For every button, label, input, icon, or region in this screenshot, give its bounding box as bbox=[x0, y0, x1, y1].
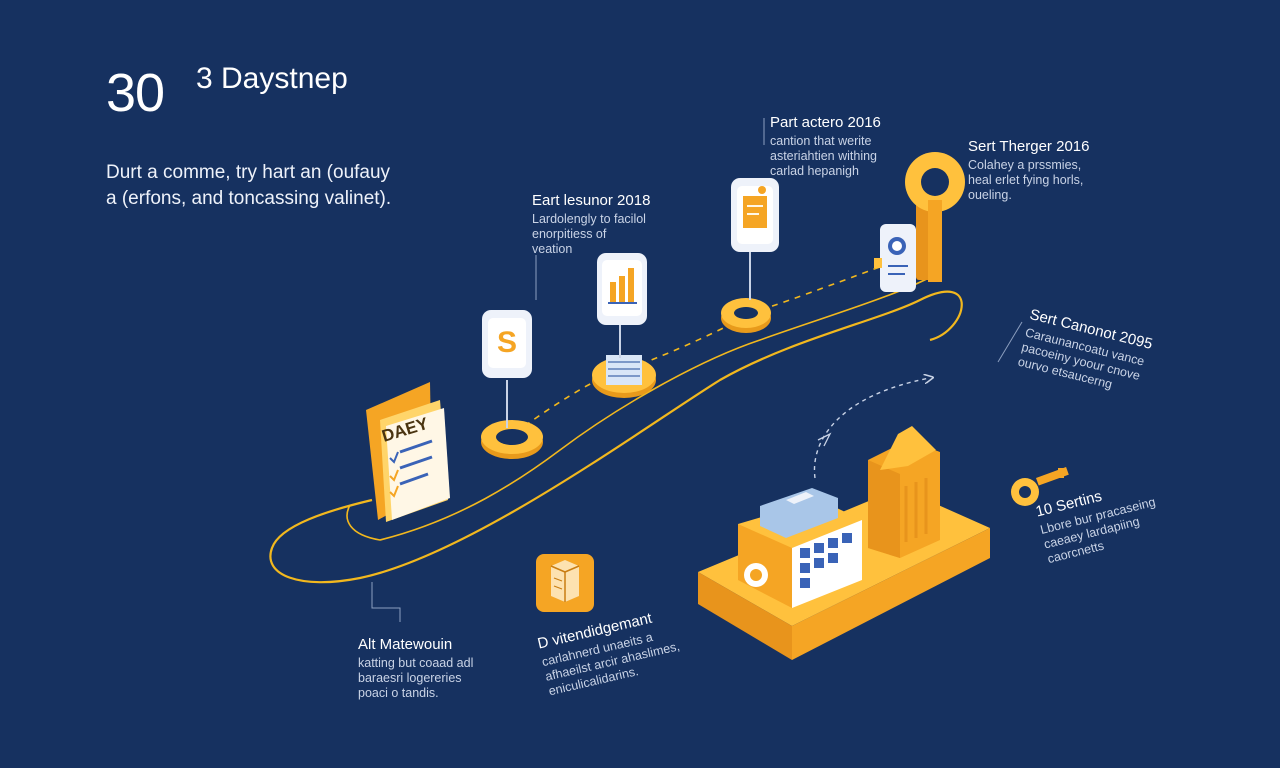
milestone-3: Part actero 2016 cantion that werite ast… bbox=[770, 114, 881, 179]
milestone-2-line-1: Lardolengly to facilol bbox=[532, 212, 646, 226]
milestone-3-line-3: carlad hepanigh bbox=[770, 164, 859, 178]
intro-line-1: Durt a comme, try hart an (oufauy bbox=[106, 162, 391, 183]
milestone-1-line-1: katting but coaad adl bbox=[358, 656, 474, 670]
milestone-2: Eart lesunor 2018 Lardolengly to facilol… bbox=[532, 192, 650, 257]
milestone-3-line-2: asteriahtien withing bbox=[770, 149, 878, 163]
milestone-3-line-1: cantion that werite bbox=[770, 134, 872, 148]
milestone-1-line-2: baraesri logereries bbox=[358, 671, 462, 685]
timeline-road bbox=[269, 290, 963, 584]
milestone-4: Sert Therger 2016 Colahey a prssmies, he… bbox=[968, 138, 1089, 203]
milestone-2-line-2: enorpitiess of bbox=[532, 227, 607, 241]
timeline-road-inner bbox=[346, 271, 941, 541]
milestone-4-line-1: Colahey a prssmies, bbox=[968, 158, 1082, 172]
milestone-4-line-2: heal erlet fying horls, bbox=[968, 173, 1084, 187]
dollar-card-icon bbox=[482, 310, 532, 378]
header-title: 3 Daystnep bbox=[196, 62, 348, 95]
package-box-icon bbox=[536, 554, 594, 612]
bar-chart-card-icon bbox=[597, 253, 647, 325]
intro-text: Durt a comme, try hart an (oufauy a (erf… bbox=[106, 160, 391, 212]
dollar-icon-glyph: S bbox=[497, 326, 517, 359]
milestone-1-line-3: poaci o tandis. bbox=[358, 686, 439, 700]
key-icon bbox=[905, 152, 965, 282]
dashed-arrow bbox=[813, 378, 930, 479]
leader-line-5 bbox=[997, 321, 1023, 363]
small-key-icon bbox=[1011, 467, 1069, 506]
small-arrow-icon bbox=[817, 432, 832, 447]
milestone-1-title: Alt Matewouin bbox=[358, 636, 453, 653]
building-icon bbox=[868, 426, 940, 558]
milestone-4-line-3: oueling. bbox=[968, 188, 1012, 202]
milestone-2-line-3: veation bbox=[532, 242, 573, 256]
milestone-2-title: Eart lesunor 2018 bbox=[532, 192, 651, 209]
leader-line-1 bbox=[371, 582, 401, 622]
milestone-ring-3 bbox=[721, 298, 771, 333]
milestone-4-title: Sert Therger 2016 bbox=[968, 138, 1090, 155]
milestone-3-title: Part actero 2016 bbox=[770, 114, 881, 131]
daily-checklist-icon bbox=[366, 382, 450, 522]
milestone-ring-1 bbox=[481, 420, 543, 459]
id-card-icon bbox=[874, 224, 916, 292]
cash-register-icon bbox=[738, 488, 862, 608]
milestone-1: Alt Matewouin katting but coaad adl bara… bbox=[358, 636, 473, 701]
intro-line-2: a (erfons, and toncassing valinet). bbox=[106, 188, 392, 209]
document-card-icon bbox=[731, 178, 779, 252]
dashed-connector bbox=[504, 257, 906, 441]
header-number: 30 bbox=[106, 63, 165, 123]
milestone-ring-2 bbox=[592, 355, 656, 398]
